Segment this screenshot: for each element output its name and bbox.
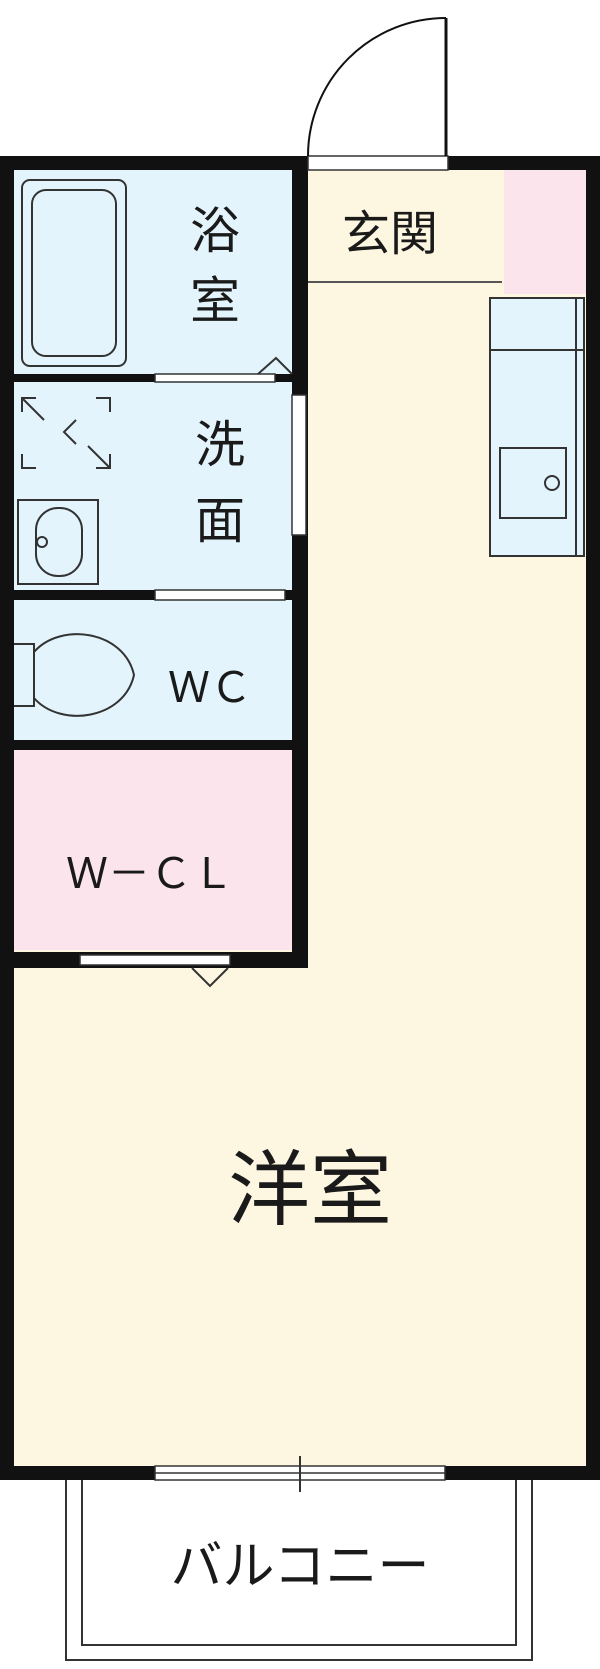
washroom-label-line1: 洗 (195, 416, 245, 474)
closet-label: Ｗ－ＣＬ (66, 849, 234, 898)
washroom-label-line2: 面 (195, 492, 245, 550)
kitchen-sink-icon (499, 447, 567, 519)
left-wall (0, 156, 14, 1480)
bathtub-icon (21, 179, 127, 367)
entrance-floor (308, 170, 502, 290)
closet-vent-icon (191, 967, 229, 988)
closet-floor (14, 750, 292, 950)
right-wall (586, 156, 600, 1480)
closet-door (79, 954, 231, 966)
bath-vent-icon (257, 356, 293, 375)
balcony-railing (65, 1480, 533, 1661)
front-door-swing-arc (307, 17, 447, 157)
bath-floor (14, 170, 292, 374)
toilet-label: ＷＣ (168, 663, 252, 712)
washroom-floor (14, 382, 292, 590)
wash-basin-icon (17, 499, 99, 585)
wash-wc-wall (14, 590, 292, 600)
bath-label-line1: 浴 (190, 202, 240, 260)
washing-machine-space-icon (21, 397, 111, 469)
wc-closet-wall (14, 740, 292, 750)
wc-door (154, 589, 286, 601)
kitchen-counter (489, 297, 585, 557)
bath-wash-wall (14, 374, 292, 382)
toilet-icon (14, 633, 136, 717)
front-door-opening (307, 155, 449, 171)
wet-area-divider-wall (292, 156, 308, 968)
entrance-label: 玄関 (342, 206, 438, 262)
shoe-box-area (504, 170, 586, 294)
bath-label-line2: 室 (190, 272, 240, 330)
wash-sliding-door (291, 394, 307, 536)
toilet-floor (14, 600, 292, 740)
balcony-label: バルコニー (171, 1537, 430, 1597)
western-room-label: 洋室 (228, 1143, 392, 1238)
bath-door (154, 373, 276, 383)
